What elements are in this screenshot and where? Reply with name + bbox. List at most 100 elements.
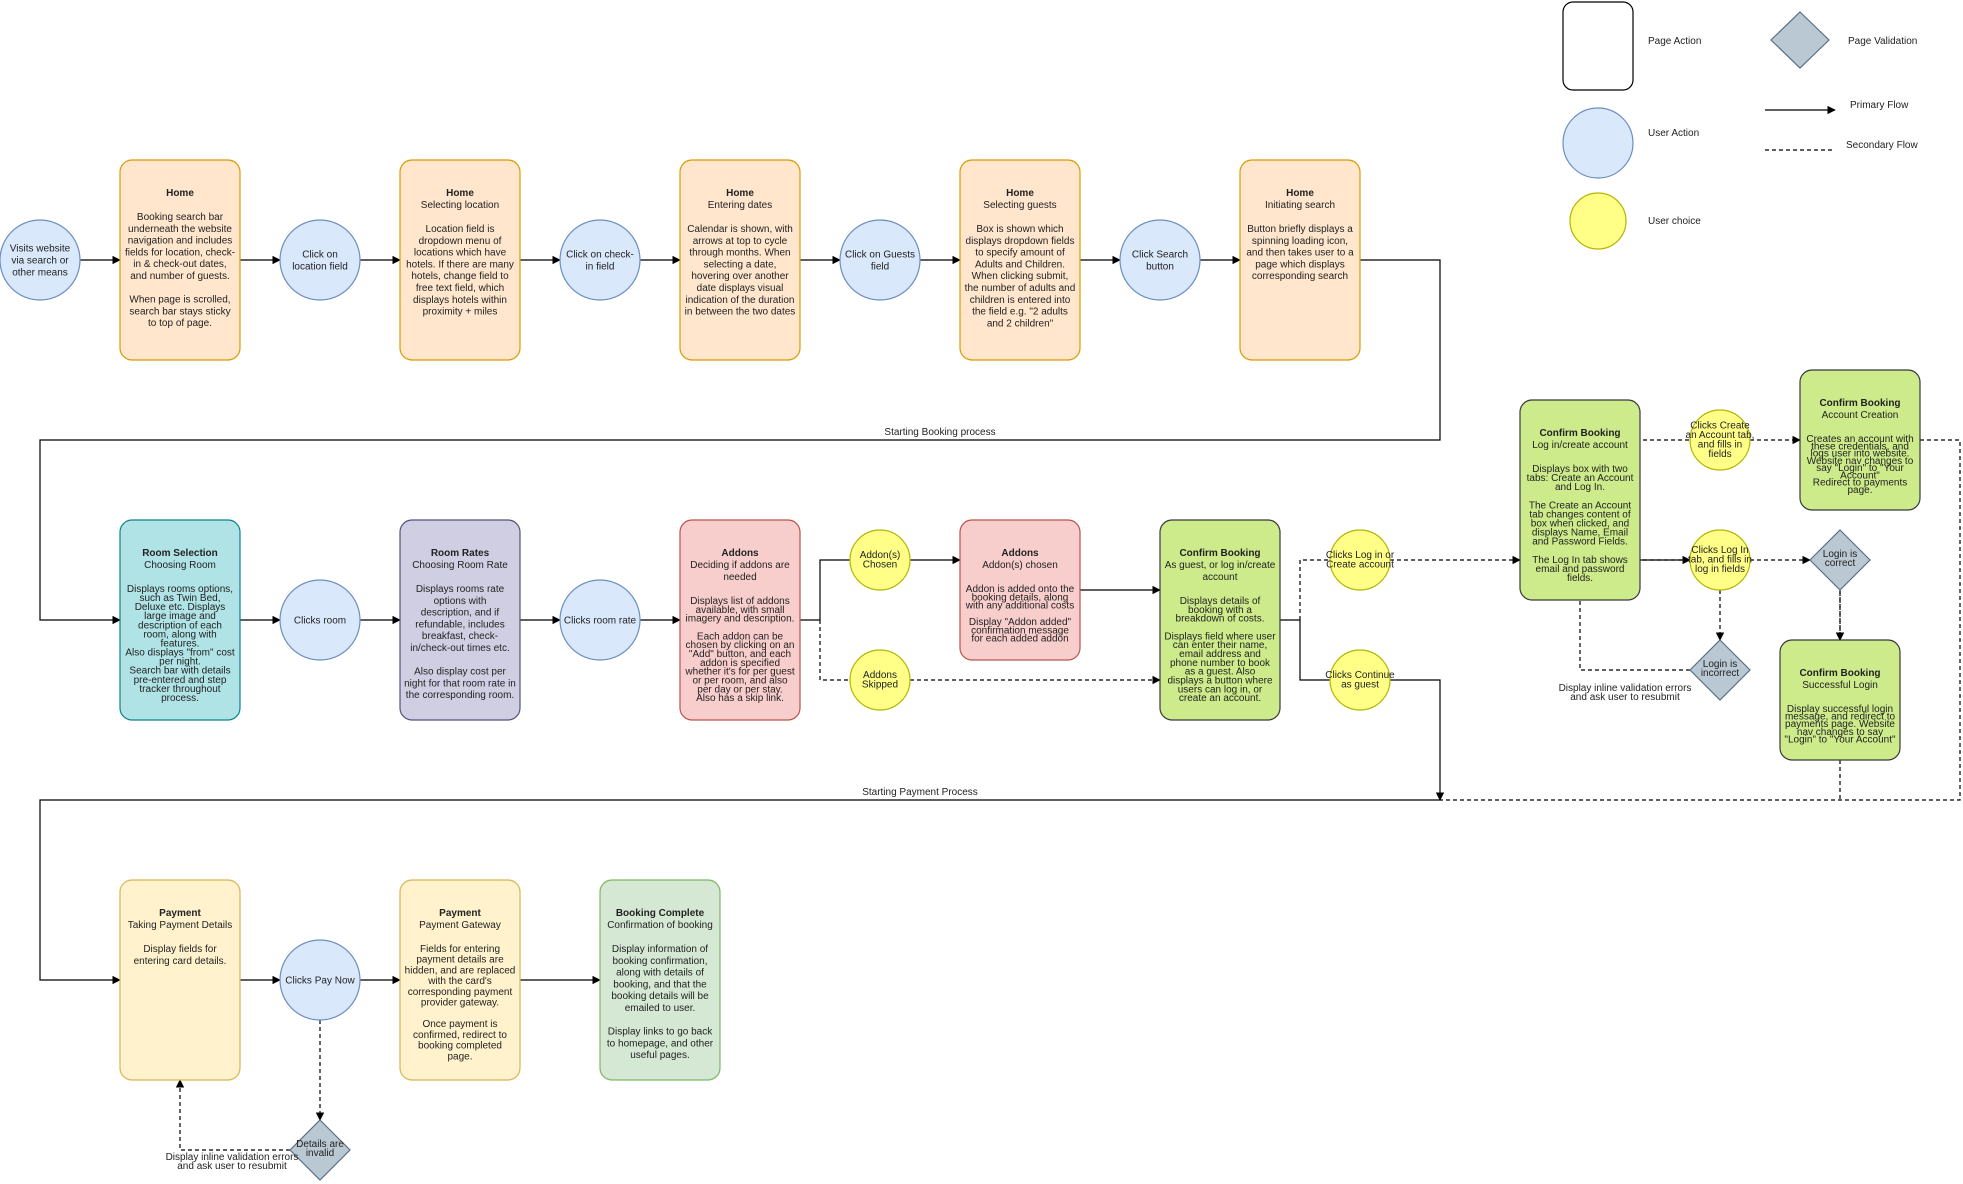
booking-complete-box[interactable] [599, 879, 721, 1081]
home-dates-body-line: in between the two dates [685, 307, 796, 318]
clicks-room-rate-circle[interactable] [559, 579, 641, 661]
confirm-login-create-box[interactable] [1519, 399, 1641, 601]
visits-circle[interactable] [0, 219, 81, 301]
confirm-guest-box[interactable] [1159, 519, 1281, 721]
legend-user-action-swatch [1562, 107, 1634, 179]
payment-gateway-box[interactable] [399, 879, 521, 1081]
clicks-room-rate-node[interactable]: Clicks room rate [559, 579, 641, 661]
home-initiating-body-line: corresponding search [1252, 271, 1348, 282]
click-search-label-line: button [1146, 261, 1174, 272]
home-search-title-line: Home [166, 188, 194, 199]
clicks-continue-guest-circle[interactable] [1329, 649, 1391, 711]
click-checkin-circle[interactable] [559, 219, 641, 301]
click-guests-label-line: Click on Guests [845, 249, 915, 260]
addons-body-line: Also has a skip link. [696, 693, 784, 704]
click-location-circle[interactable] [279, 219, 361, 301]
account-creation-box[interactable] [1799, 369, 1921, 511]
addons-skipped-choice-circle[interactable] [849, 649, 911, 711]
confirm-login-create-body-line: email and password [1536, 564, 1625, 575]
addons-box[interactable] [679, 519, 801, 721]
clicks-room-node[interactable]: Clicks room [279, 579, 361, 661]
home-location-body-line: displays hotels within [413, 295, 507, 306]
home-dates-box[interactable] [679, 159, 801, 361]
home-guests-box[interactable] [959, 159, 1081, 361]
room-selection-body-line: per night. [159, 657, 201, 668]
home-location-box[interactable] [399, 159, 521, 361]
edge-account-to-payment [1440, 439, 1961, 801]
confirm-login-create-subtitle-line: Log in/create account [1532, 440, 1628, 451]
home-location-title-line: Home [446, 188, 474, 199]
confirm-guest-body-line: booking with a [1188, 605, 1252, 616]
room-selection-box[interactable] [119, 519, 241, 721]
clicks-room-circle[interactable] [279, 579, 361, 661]
home-search-body-line: underneath the website [128, 224, 232, 235]
click-guests-circle[interactable] [839, 219, 921, 301]
room-selection-subtitle-line: Choosing Room [144, 560, 216, 571]
payment-box[interactable] [119, 879, 241, 1081]
legend-secondary-flow-label: Secondary Flow [1846, 140, 1918, 151]
home-search-box[interactable] [119, 159, 241, 361]
booking-complete-body-line: Display links to go back [608, 1027, 713, 1038]
click-search-circle[interactable] [1119, 219, 1201, 301]
home-initiating-box[interactable] [1239, 159, 1361, 361]
legend-user-choice-swatch [1569, 192, 1627, 250]
home-search-body-line: fields for location, check- [125, 247, 235, 258]
confirm-guest-body-line: as a guest. Also [1185, 667, 1256, 678]
clicks-pay-now-node[interactable]: Clicks Pay Now [279, 939, 361, 1021]
clicks-pay-now-circle[interactable] [279, 939, 361, 1021]
visits-label-line: Visits website [10, 243, 71, 254]
account-creation-body-line: logs user into website. [1811, 449, 1910, 460]
home-dates-body-line: date displays visual [697, 283, 784, 294]
legend-page-validation-swatch [1770, 11, 1830, 69]
successful-login-box[interactable] [1779, 639, 1901, 761]
room-selection-body-line: Deluxe etc. Displays [135, 602, 226, 613]
room-selection-body-line: features. [161, 638, 200, 649]
clicks-create-tab-circle[interactable] [1689, 409, 1751, 471]
home-guests-body-line: When clicking submit, [972, 271, 1069, 282]
booking-complete-body-line: along with details of [616, 968, 704, 979]
click-checkin-node[interactable]: Click on check-in field [559, 219, 641, 301]
addons-chosen-choice-circle[interactable] [849, 529, 911, 591]
confirm-login-create-title-line: Confirm Booking [1539, 428, 1620, 439]
legend: Page Action Page Validation Primary Flow… [1562, 1, 1918, 250]
addons-chosen-choice-node[interactable]: Addon(s)Chosen [849, 529, 911, 591]
home-initiating-body-line: page which displays [1255, 259, 1345, 270]
room-rates-body-line: night for that room rate in [404, 678, 516, 689]
addons-body-line: whether it's for per guest [684, 667, 794, 678]
confirm-login-create-body-line: Displays box with two [1532, 464, 1628, 475]
clicks-login-tab-circle[interactable] [1689, 529, 1751, 591]
addons-chosen-box[interactable] [959, 519, 1081, 661]
booking-complete-subtitle-line: Confirmation of booking [607, 920, 713, 931]
clicks-login-create-circle[interactable] [1329, 529, 1391, 591]
addons-body-line: or per room, and also [692, 676, 787, 687]
room-rates-box[interactable] [399, 519, 521, 721]
